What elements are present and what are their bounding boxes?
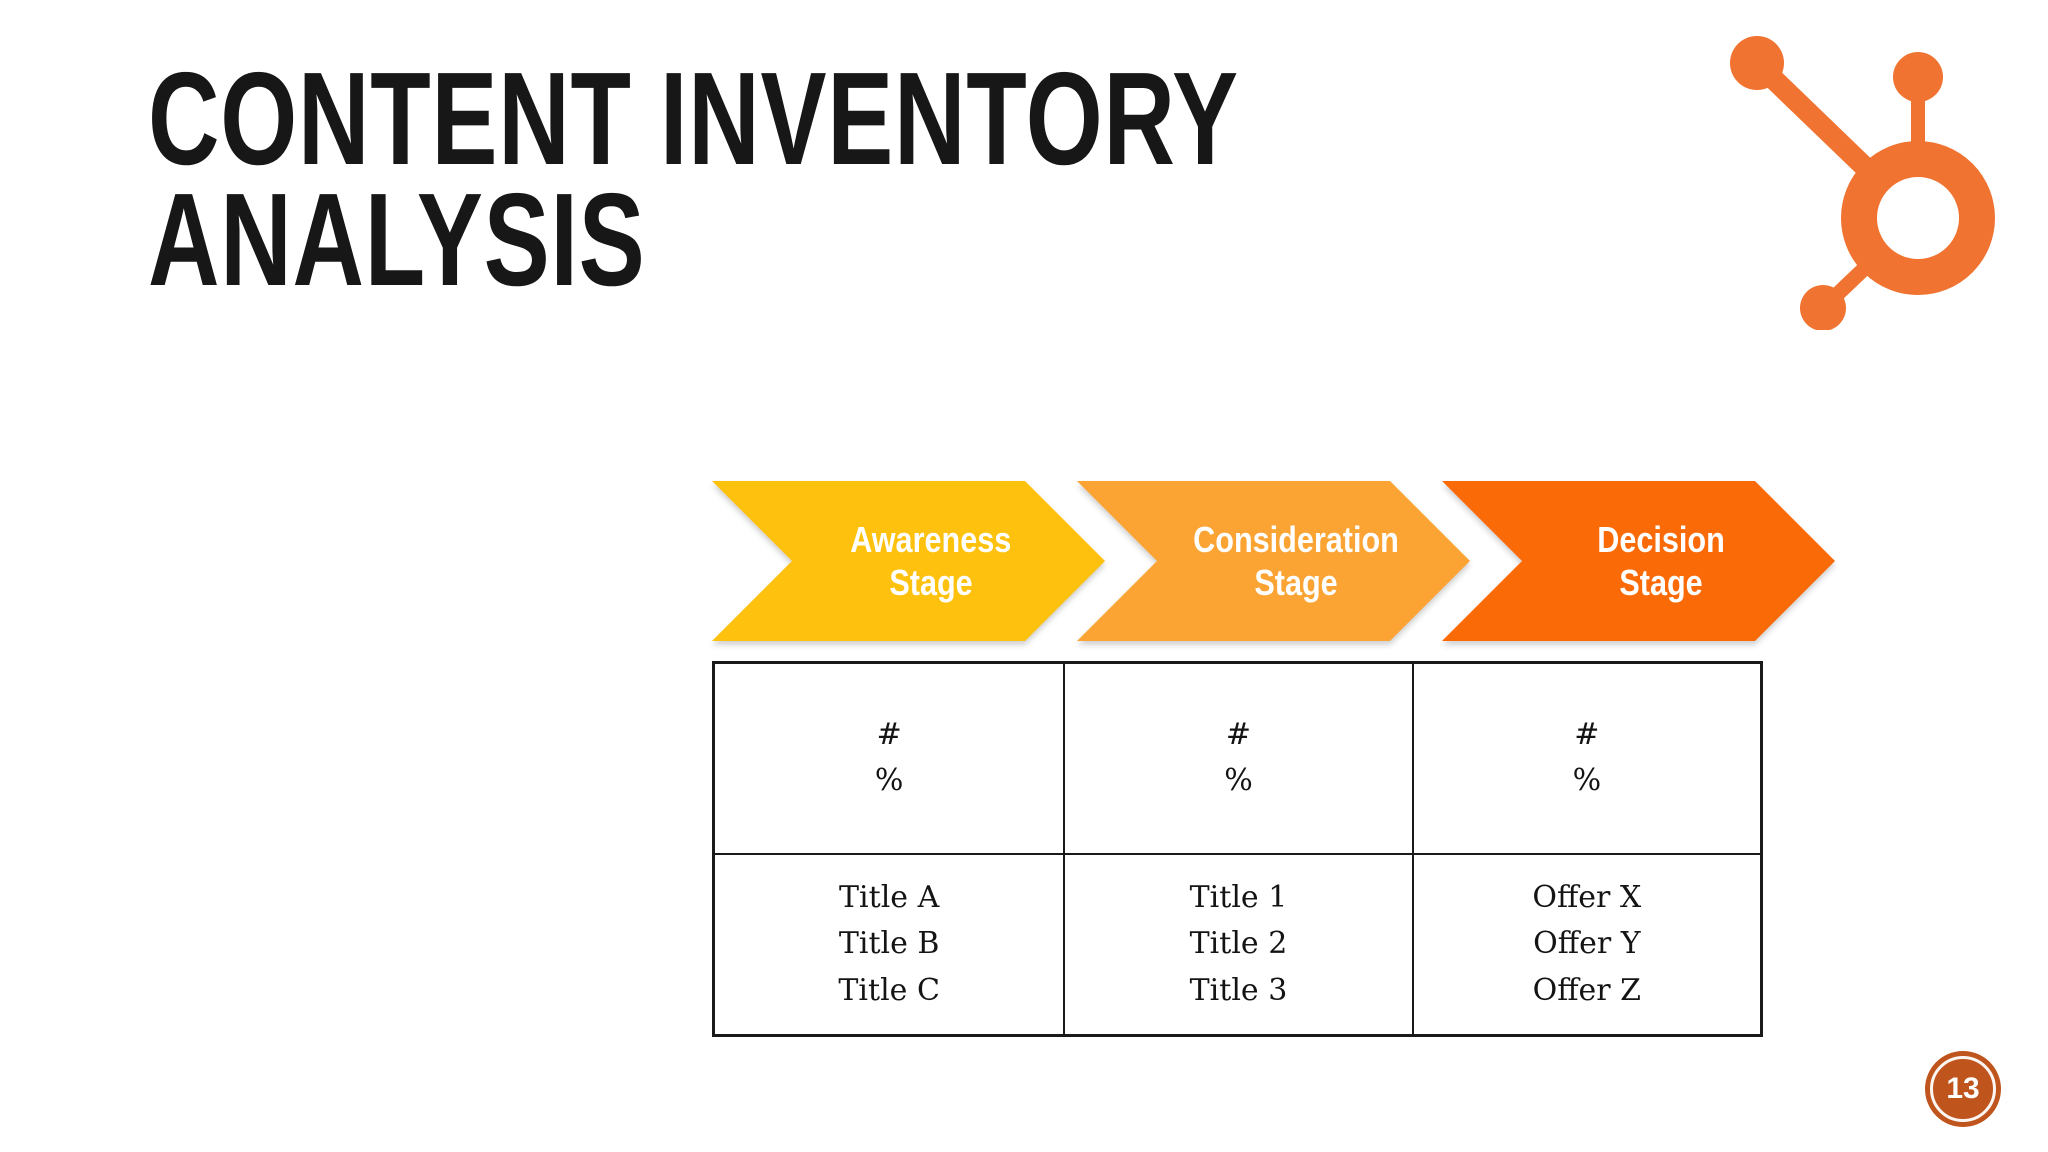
stage-label: Stage [889, 562, 973, 603]
cell-line: % [874, 763, 904, 799]
content-inventory-table: # % # % # % Title A Title B Title C Titl… [712, 661, 1763, 1037]
chevron-decision-stage: Decision Stage [1442, 481, 1835, 641]
stage-label: Decision [1597, 518, 1725, 560]
cell-line: Title 2 [1189, 926, 1288, 962]
table-cell-decision-offers: Offer X Offer Y Offer Z [1411, 852, 1760, 1034]
stage-label: Consideration [1193, 518, 1399, 560]
title-line-1: CONTENT INVENTORY [148, 45, 1239, 192]
cell-line: # [1574, 716, 1600, 752]
stage-label: Stage [1254, 562, 1338, 603]
hubspot-sprocket-icon [1730, 30, 1998, 330]
cell-line: Title B [838, 926, 940, 962]
cell-line: # [876, 716, 902, 752]
title-line-2: ANALYSIS [148, 166, 646, 314]
badge-ring [1930, 1056, 1996, 1122]
stage-label: Awareness [850, 518, 1012, 560]
chevron-awareness-stage: Awareness Stage [712, 481, 1105, 641]
cell-line: # [1225, 716, 1252, 752]
chevron-shape-consideration: Consideration Stage [1077, 481, 1470, 641]
cell-line: Title C [838, 972, 940, 1008]
page-number: 13 [1946, 1072, 1980, 1105]
chevron-shape-awareness: Awareness Stage [712, 481, 1105, 641]
page-number-badge: 13 [1925, 1051, 2001, 1127]
table-cell-awareness-titles: Title A Title B Title C [715, 852, 1064, 1034]
slide-title: CONTENT INVENTORY ANALYSIS [148, 45, 1602, 314]
chevron-consideration-stage: Consideration Stage [1077, 481, 1470, 641]
stage-label: Stage [1619, 562, 1703, 603]
cell-line: Offer Z [1532, 972, 1642, 1008]
cell-line: Title A [839, 879, 940, 915]
table-cell-awareness-metrics: # % [715, 664, 1063, 853]
cell-line: % [1572, 763, 1602, 799]
cell-line: Offer X [1532, 879, 1642, 915]
cell-line: Title 1 [1189, 879, 1288, 915]
table-cell-consideration-metrics: # % [1063, 664, 1411, 853]
table-cell-decision-metrics: # % [1411, 664, 1760, 853]
cell-line: % [1224, 763, 1253, 799]
table-cell-consideration-titles: Title 1 Title 2 Title 3 [1063, 852, 1412, 1034]
cell-line: Title 3 [1189, 972, 1288, 1008]
chevron-shape-decision: Decision Stage [1442, 481, 1835, 641]
cell-line: Offer Y [1533, 926, 1641, 962]
